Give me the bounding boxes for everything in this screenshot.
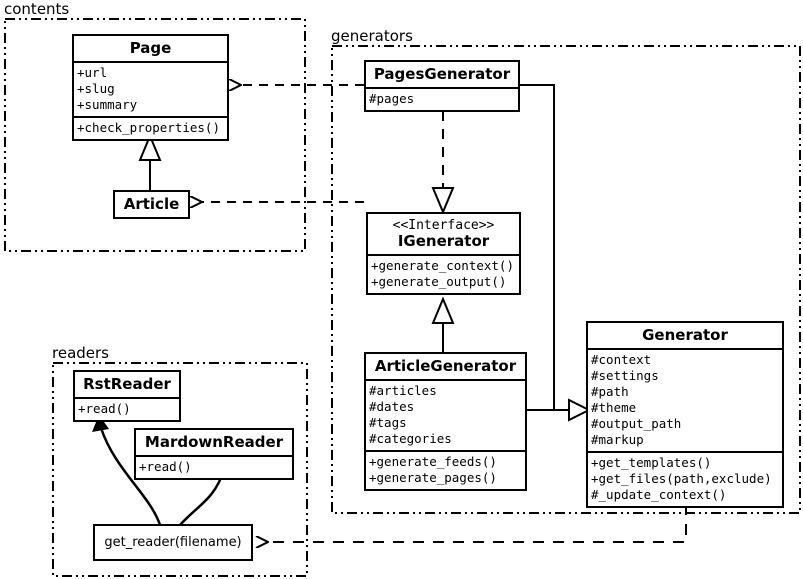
class-attributes-page: +url +slug +summary	[74, 63, 227, 116]
method-item: +read()	[78, 401, 131, 416]
package-label-readers: readers	[52, 344, 109, 362]
attribute-item: +url	[77, 65, 108, 80]
rel-articlegenerator-generalizes-generator	[527, 398, 592, 422]
class-methods-igenerator: +generate_context() +generate_output()	[368, 256, 519, 293]
class-name-igenerator: IGenerator	[397, 232, 490, 250]
method-item: +generate_feeds()	[369, 454, 497, 469]
attribute-item: #output_path	[591, 416, 682, 431]
class-title-page: Page	[129, 39, 172, 57]
class-methods-page: +check_properties()	[74, 118, 227, 139]
function-box-get-reader[interactable]: get_reader(filename)	[93, 524, 253, 561]
attribute-item: #markup	[591, 432, 644, 447]
method-item: +get_files(path,exclude)	[591, 471, 772, 486]
attribute-item: #path	[591, 384, 629, 399]
class-title-rstreader: RstReader	[83, 375, 171, 393]
class-methods-generator: +get_templates() +get_files(path,exclude…	[588, 453, 782, 506]
class-title-articlegenerator: ArticleGenerator	[374, 357, 517, 375]
package-label-contents: contents	[4, 0, 70, 18]
method-item: +generate_pages()	[369, 470, 497, 485]
class-box-igenerator[interactable]: <<Interface>> IGenerator +generate_conte…	[366, 212, 521, 295]
rel-generator-depends-getreader	[268, 504, 687, 542]
class-separator	[136, 455, 292, 457]
class-box-pagesgenerator[interactable]: PagesGenerator #pages	[364, 60, 520, 112]
attribute-item: #tags	[369, 415, 407, 430]
class-separator	[588, 451, 782, 453]
attribute-item: #categories	[369, 431, 452, 446]
class-attributes-generator: #context #settings #path #theme #output_…	[588, 350, 782, 451]
class-box-article[interactable]: Article	[113, 190, 190, 219]
rel-pagesgenerator-generalizes-generator	[520, 84, 569, 411]
class-title-pagesgenerator: PagesGenerator	[373, 65, 511, 83]
method-item: +check_properties()	[77, 120, 220, 135]
class-box-generator[interactable]: Generator #context #settings #path #them…	[586, 321, 784, 508]
attribute-item: #dates	[369, 399, 415, 414]
method-item: +get_templates()	[591, 455, 712, 470]
class-separator	[74, 61, 227, 63]
class-box-rstreader[interactable]: RstReader +read()	[73, 370, 181, 422]
class-title-mardownreader: MardownReader	[144, 433, 284, 451]
class-methods-articlegenerator: +generate_feeds() +generate_pages()	[366, 452, 525, 489]
attribute-item: #context	[591, 352, 652, 367]
attribute-item: #theme	[591, 400, 637, 415]
class-attributes-articlegenerator: #articles #dates #tags #categories	[366, 381, 525, 450]
package-label-generators: generators	[331, 27, 413, 45]
class-separator	[368, 254, 519, 256]
method-item: +generate_context()	[371, 258, 514, 273]
class-box-page[interactable]: Page +url +slug +summary +check_properti…	[72, 34, 229, 141]
attribute-item: #settings	[591, 368, 659, 383]
class-box-mardownreader[interactable]: MardownReader +read()	[134, 428, 294, 480]
rel-articlegenerator-realizes-igenerator	[431, 296, 455, 356]
rel-pagesgenerator-realizes-igenerator	[431, 111, 455, 215]
rel-article-generalizes-page	[138, 133, 162, 190]
class-separator	[75, 397, 179, 399]
class-box-articlegenerator[interactable]: ArticleGenerator #articles #dates #tags …	[364, 352, 527, 491]
class-separator	[366, 450, 525, 452]
class-stereotype-igenerator: <<Interface>>	[392, 218, 495, 233]
attribute-item: #pages	[369, 91, 415, 106]
attribute-item: +slug	[77, 81, 115, 96]
class-title-igenerator: <<Interface>> IGenerator	[368, 214, 519, 254]
class-separator	[588, 348, 782, 350]
class-separator	[366, 379, 525, 381]
class-methods-mardownreader: +read()	[136, 457, 292, 478]
method-item: +read()	[139, 459, 192, 474]
class-separator	[74, 116, 227, 118]
method-item: +generate_output()	[371, 274, 507, 289]
class-attributes-pagesgenerator: #pages	[366, 89, 518, 110]
class-title-generator: Generator	[642, 326, 728, 344]
class-title-article: Article	[123, 195, 180, 213]
method-item: #_update_context()	[591, 487, 727, 502]
attribute-item: +summary	[77, 97, 138, 112]
class-methods-rstreader: +read()	[75, 399, 179, 420]
attribute-item: #articles	[369, 383, 437, 398]
class-separator	[366, 87, 518, 89]
